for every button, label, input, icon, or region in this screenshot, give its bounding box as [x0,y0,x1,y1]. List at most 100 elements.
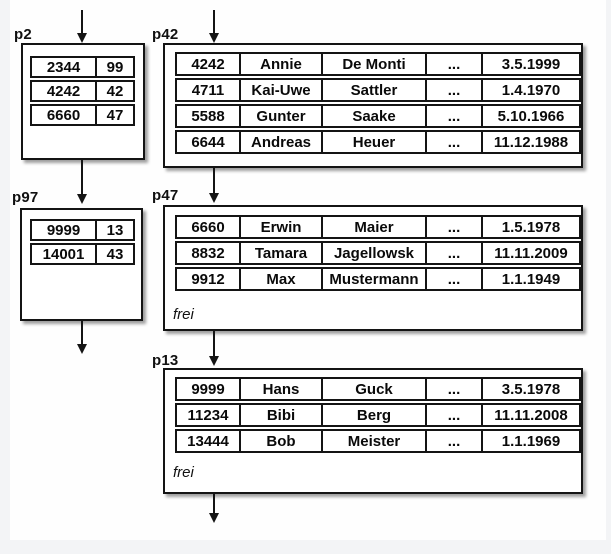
table-cell: ... [427,217,483,237]
arrow-p97-out [77,321,87,354]
table-cell: 3.5.1978 [501,380,561,398]
table-row: 13444 Bob Meister ... 1.1.1969 [175,429,581,453]
table-cell: Maier [323,217,427,237]
table-row: 8832 Tamara Jagellowsk ... 11.11.2009 [175,241,581,265]
arrow-head-icon [209,33,219,43]
table-cell: 43 [106,245,124,263]
table-cell: Mustermann [323,269,427,289]
table-cell: 14001 [32,245,97,263]
node-label-p42: p42 [152,26,179,43]
table-cell: 9912 [177,269,241,289]
table-cell: 11234 [177,405,241,425]
arrow-shaft [81,10,83,33]
arrow-head-icon [209,513,219,523]
index-table-p2: 2344 99 4242 42 6660 47 [30,56,135,128]
table-cell: 1.4.1970 [501,81,561,99]
arrow-head-icon [77,194,87,204]
table-cell: 11.11.2009 [494,244,568,262]
table-cell: 4711 [177,80,241,100]
table-cell: 5.10.1966 [497,107,565,125]
arrow-shaft [213,494,215,513]
table-cell: ... [427,80,483,100]
table-cell: Jagellowsk [323,243,427,263]
arrow-shaft [213,331,215,356]
data-table-p47: 6660 Erwin Maier ... 1.5.1978 8832 Tamar… [175,215,581,293]
arrow-head-icon [77,33,87,43]
table-cell: ... [427,132,483,152]
arrow-p47-to-p13 [209,331,219,366]
table-row: 9999 13 [30,219,135,241]
table-cell: Annie [241,54,323,74]
table-cell: 99 [106,58,124,76]
node-label-p47: p47 [152,187,179,204]
table-row: 6660 47 [30,104,135,126]
arrow-shaft [81,321,83,344]
table-cell: De Monti [323,54,427,74]
table-row: 9999 Hans Guck ... 3.5.1978 [175,377,581,401]
table-cell: ... [427,269,483,289]
table-row: 9912 Max Mustermann ... 1.1.1949 [175,267,581,291]
arrow-p2-to-p97 [77,160,87,204]
table-cell: 9999 [32,221,97,239]
table-cell: Erwin [241,217,323,237]
arrow-p42-to-p47 [209,168,219,203]
table-cell: 1.1.1969 [501,432,561,450]
index-table-p97: 9999 13 14001 43 [30,219,135,267]
table-row: 14001 43 [30,243,135,265]
table-cell: Sattler [323,80,427,100]
table-cell: Saake [323,106,427,126]
table-cell: ... [427,106,483,126]
table-cell: ... [427,379,483,399]
table-cell: 6660 [32,106,97,124]
arrow-shaft [213,10,215,33]
table-cell: 13 [106,221,124,239]
node-label-p13: p13 [152,352,179,369]
arrow-p13-out [209,494,219,523]
table-cell: Heuer [323,132,427,152]
table-cell: Tamara [241,243,323,263]
data-table-p42: 4242 Annie De Monti ... 3.5.1999 4711 Ka… [175,52,581,156]
table-cell: 2344 [32,58,97,76]
table-cell: 4242 [177,54,241,74]
table-cell: 4242 [32,82,97,100]
data-table-p13: 9999 Hans Guck ... 3.5.1978 11234 Bibi B… [175,377,581,455]
table-cell: Kai-Uwe [241,80,323,100]
arrow-into-p2 [77,10,87,43]
table-cell: 6660 [177,217,241,237]
free-space-label-p13: frei [173,464,194,481]
free-space-label-p47: frei [173,306,194,323]
table-cell: Berg [323,405,427,425]
table-row: 5588 Gunter Saake ... 5.10.1966 [175,104,581,128]
table-cell: Andreas [241,132,323,152]
table-cell: Guck [323,379,427,399]
table-row: 6660 Erwin Maier ... 1.5.1978 [175,215,581,239]
arrow-head-icon [77,344,87,354]
table-row: 6644 Andreas Heuer ... 11.12.1988 [175,130,581,154]
table-row: 4242 42 [30,80,135,102]
node-label-p97: p97 [12,189,39,206]
table-cell: Max [241,269,323,289]
table-cell: 13444 [177,431,241,451]
table-row: 2344 99 [30,56,135,78]
table-cell: 42 [106,82,124,100]
arrow-head-icon [209,356,219,366]
table-cell: ... [427,431,483,451]
table-row: 4242 Annie De Monti ... 3.5.1999 [175,52,581,76]
table-cell: 11.12.1988 [493,133,569,151]
table-cell: 6644 [177,132,241,152]
table-cell: 1.1.1949 [501,270,561,288]
table-cell: Gunter [241,106,323,126]
table-cell: 5588 [177,106,241,126]
table-row: 11234 Bibi Berg ... 11.11.2008 [175,403,581,427]
arrow-head-icon [209,193,219,203]
table-cell: 47 [106,106,124,124]
arrow-shaft [81,160,83,194]
node-label-p2: p2 [14,26,32,43]
table-cell: 3.5.1999 [501,55,561,73]
table-cell: ... [427,405,483,425]
arrow-shaft [213,168,215,193]
table-cell: 11.11.2008 [494,406,568,424]
table-cell: Bob [241,431,323,451]
table-cell: 9999 [177,379,241,399]
arrow-into-p42 [209,10,219,43]
